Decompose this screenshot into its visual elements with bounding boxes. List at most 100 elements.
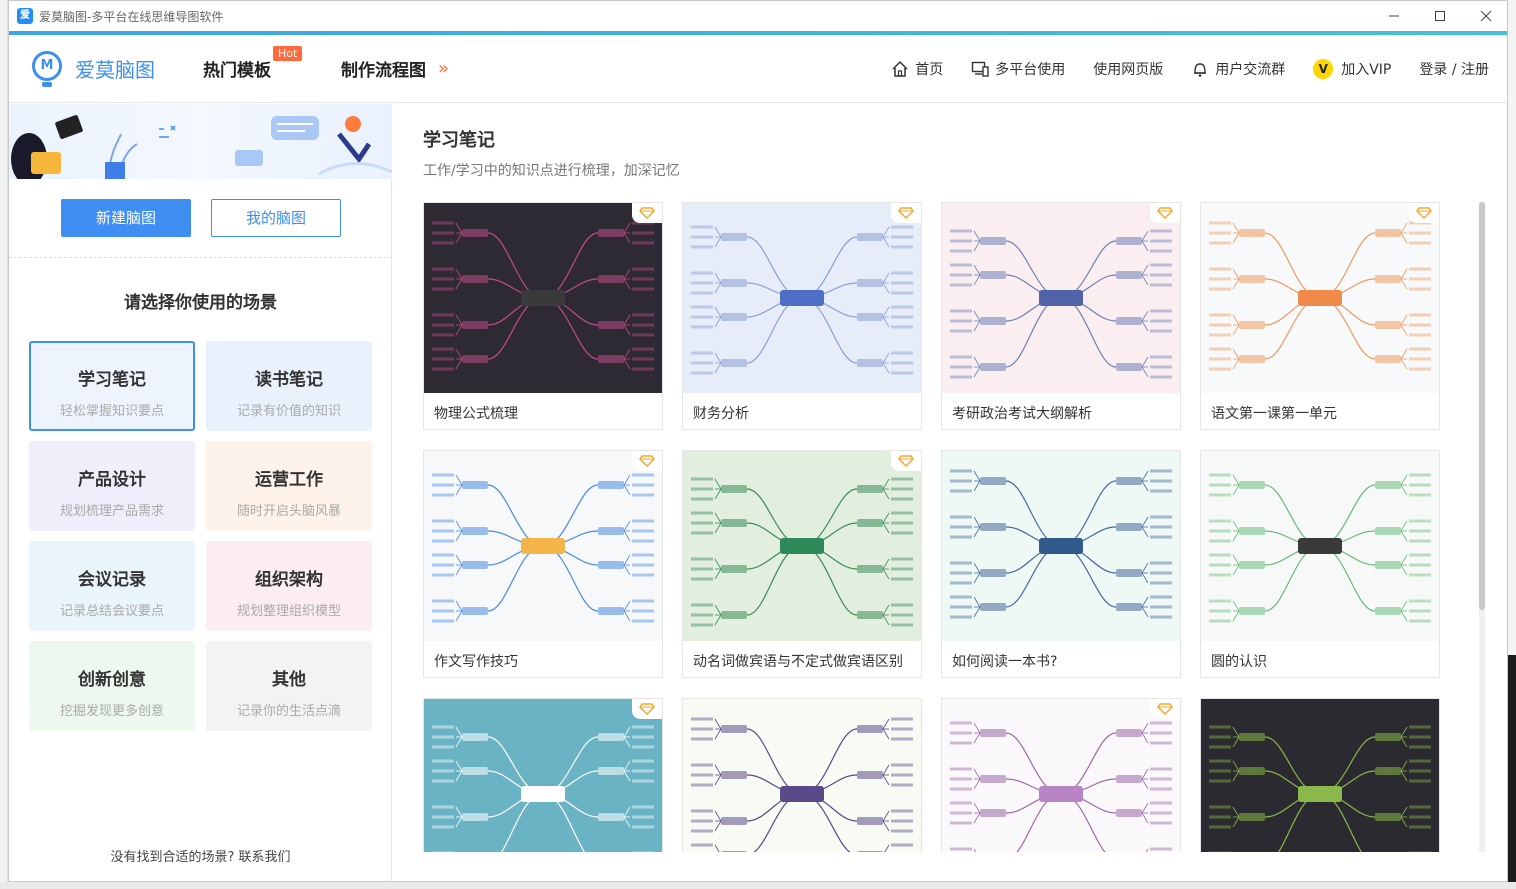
template-card[interactable] bbox=[1200, 698, 1440, 852]
nav-home-label: 首页 bbox=[915, 62, 944, 78]
desktop-edge-right bbox=[1508, 0, 1516, 889]
scene-card-6[interactable]: 组织架构规划整理组织模型 bbox=[206, 541, 372, 631]
scene-card-subtitle: 规划梳理产品需求 bbox=[59, 504, 164, 519]
template-name: 如何阅读一本书? bbox=[952, 654, 1058, 670]
double-chevron-right-icon[interactable]: » bbox=[438, 58, 449, 79]
scene-card-2[interactable]: 读书笔记记录有价值的知识 bbox=[206, 341, 372, 431]
template-card[interactable]: 动名词做宾语与不定式做宾语区别 bbox=[682, 450, 922, 678]
scene-card-8[interactable]: 其他记录你的生活点滴 bbox=[206, 641, 372, 731]
scene-card-subtitle: 轻松掌握知识要点 bbox=[59, 404, 164, 419]
template-thumbnail bbox=[424, 699, 662, 852]
nav-hot-templates[interactable]: 热门模板 Hot bbox=[203, 46, 303, 81]
nav-user-group[interactable]: 用户交流群 bbox=[1191, 59, 1285, 79]
scene-card-subtitle: 挖掘发现更多创意 bbox=[59, 704, 164, 719]
bell-icon bbox=[1191, 60, 1209, 78]
scene-card-5[interactable]: 会议记录记录总结会议要点 bbox=[29, 541, 195, 631]
template-card[interactable]: 考研政治考试大纲解析 bbox=[941, 202, 1181, 430]
premium-diamond-icon bbox=[632, 699, 662, 719]
premium-diamond-icon bbox=[1409, 203, 1439, 223]
template-thumbnail bbox=[1201, 203, 1439, 393]
template-thumbnail bbox=[683, 699, 921, 852]
template-thumbnail bbox=[683, 203, 921, 393]
template-thumbnail bbox=[424, 451, 662, 641]
hot-badge: Hot bbox=[273, 46, 303, 61]
nav-user-group-label: 用户交流群 bbox=[1215, 62, 1286, 78]
nav-make-flowchart-label: 制作流程图 bbox=[341, 61, 426, 81]
premium-diamond-icon bbox=[891, 203, 921, 223]
nav-hot-templates-label: 热门模板 bbox=[203, 61, 271, 81]
close-icon bbox=[1480, 10, 1492, 22]
scrollbar-thumb[interactable] bbox=[1479, 202, 1485, 610]
template-card[interactable]: 如何阅读一本书? bbox=[941, 450, 1181, 678]
divider bbox=[9, 257, 392, 258]
template-name: 财务分析 bbox=[693, 406, 749, 422]
template-card[interactable] bbox=[423, 698, 663, 852]
new-mindmap-button[interactable]: 新建脑图 bbox=[61, 199, 191, 237]
scene-card-subtitle: 记录你的生活点滴 bbox=[236, 704, 341, 719]
template-card[interactable]: 圆的认识 bbox=[1200, 450, 1440, 678]
top-header: M 爱莫脑图 热门模板 Hot 制作流程图 » 首页 多平台 bbox=[9, 35, 1507, 103]
vip-icon: V bbox=[1313, 59, 1334, 79]
devices-icon bbox=[971, 60, 989, 78]
template-thumbnail bbox=[1201, 699, 1439, 852]
nav-make-flowchart[interactable]: 制作流程图 bbox=[341, 56, 426, 81]
scene-card-title: 学习笔记 bbox=[78, 370, 146, 390]
scene-card-title: 读书笔记 bbox=[255, 370, 323, 390]
template-thumbnail bbox=[942, 699, 1180, 852]
window-title: 爱莫脑图-多平台在线思维导图软件 bbox=[39, 9, 224, 24]
nav-multi-platform[interactable]: 多平台使用 bbox=[971, 59, 1065, 79]
my-mindmaps-button[interactable]: 我的脑图 bbox=[211, 199, 341, 237]
template-name: 考研政治考试大纲解析 bbox=[952, 406, 1092, 422]
template-card[interactable]: 财务分析 bbox=[682, 202, 922, 430]
maximize-icon bbox=[1435, 11, 1445, 21]
scene-card-subtitle: 随时开启头脑风暴 bbox=[236, 504, 341, 519]
maximize-button[interactable] bbox=[1417, 1, 1463, 31]
scene-card-subtitle: 记录有价值的知识 bbox=[236, 404, 341, 419]
close-button[interactable] bbox=[1463, 1, 1507, 31]
scene-card-7[interactable]: 创新创意挖掘发现更多创意 bbox=[29, 641, 195, 731]
app-icon: 爱 bbox=[17, 8, 33, 24]
scene-card-title: 组织架构 bbox=[255, 570, 323, 590]
premium-diamond-icon bbox=[632, 203, 662, 223]
premium-diamond-icon bbox=[1150, 203, 1180, 223]
nav-login-register[interactable]: 登录 / 注册 bbox=[1419, 59, 1489, 79]
section-title: 学习笔记 bbox=[423, 130, 495, 151]
scene-title: 请选择你使用的场景 bbox=[124, 293, 277, 313]
logo-text: 爱莫脑图 bbox=[75, 58, 155, 82]
template-card[interactable] bbox=[941, 698, 1181, 852]
nav-web-version-label: 使用网页版 bbox=[1093, 62, 1164, 78]
template-thumbnail bbox=[1201, 451, 1439, 641]
template-thumbnail bbox=[424, 203, 662, 393]
header-right-nav: 首页 多平台使用 使用网页版 用户交流群 V 加入VIP bbox=[863, 35, 1489, 103]
title-bar[interactable]: 爱 爱莫脑图-多平台在线思维导图软件 bbox=[9, 1, 1507, 31]
desktop-edge-left bbox=[0, 0, 8, 889]
scene-card-subtitle: 规划整理组织模型 bbox=[236, 604, 341, 619]
template-card[interactable] bbox=[682, 698, 922, 852]
nav-home[interactable]: 首页 bbox=[891, 59, 943, 79]
template-name: 动名词做宾语与不定式做宾语区别 bbox=[693, 654, 903, 670]
contact-us-link[interactable]: 没有找到合适的场景? 联系我们 bbox=[110, 850, 291, 865]
nav-web-version[interactable]: 使用网页版 bbox=[1093, 59, 1163, 79]
scene-card-3[interactable]: 产品设计规划梳理产品需求 bbox=[29, 441, 195, 531]
template-name: 作文写作技巧 bbox=[434, 654, 518, 670]
taskbar-edge bbox=[0, 882, 1516, 889]
premium-diamond-icon bbox=[632, 451, 662, 471]
template-card[interactable]: 物理公式梳理 bbox=[423, 202, 663, 430]
nav-join-vip[interactable]: V 加入VIP bbox=[1313, 59, 1391, 79]
left-sidebar: 新建脑图 我的脑图 请选择你使用的场景 学习笔记轻松掌握知识要点读书笔记记录有价… bbox=[9, 104, 392, 881]
scene-card-subtitle: 记录总结会议要点 bbox=[59, 604, 164, 619]
template-thumbnail bbox=[942, 451, 1180, 641]
template-card[interactable]: 语文第一课第一单元 bbox=[1200, 202, 1440, 430]
logo[interactable]: M 爱莫脑图 bbox=[29, 49, 155, 89]
minimize-button[interactable] bbox=[1371, 1, 1417, 31]
scene-card-1[interactable]: 学习笔记轻松掌握知识要点 bbox=[29, 341, 195, 431]
scene-card-title: 产品设计 bbox=[78, 470, 146, 490]
template-panel: 学习笔记 工作/学习中的知识点进行梳理，加深记忆 物理公式梳理财务分析考研政治考… bbox=[393, 104, 1507, 881]
scene-card-4[interactable]: 运营工作随时开启头脑风暴 bbox=[206, 441, 372, 531]
scene-card-title: 运营工作 bbox=[255, 470, 323, 490]
scrollbar[interactable] bbox=[1479, 202, 1485, 852]
premium-diamond-icon bbox=[891, 451, 921, 471]
sidebar-banner-illustration bbox=[9, 104, 392, 179]
home-icon bbox=[891, 60, 909, 78]
template-card[interactable]: 作文写作技巧 bbox=[423, 450, 663, 678]
